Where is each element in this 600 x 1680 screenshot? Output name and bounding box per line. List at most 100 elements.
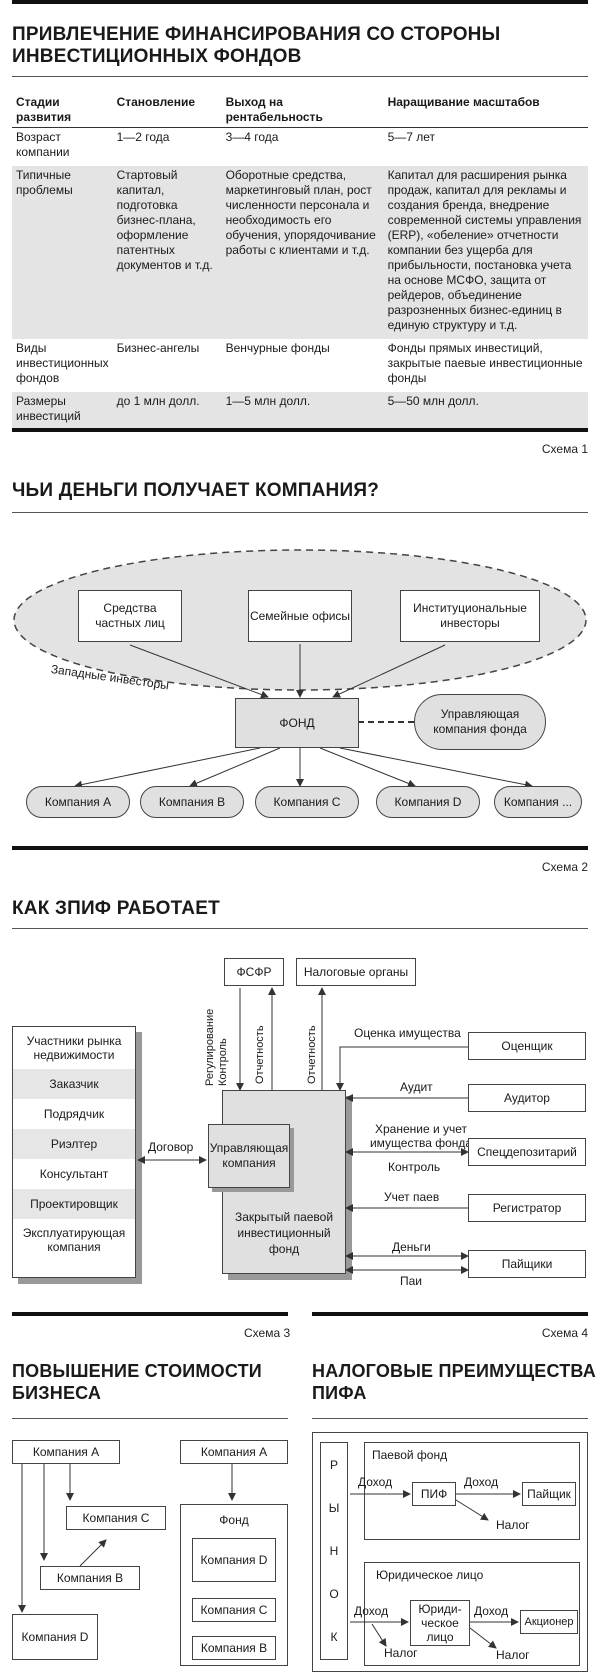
shares-accounting-label: Учет паев (384, 1190, 440, 1204)
source-institutional: Институциональные инвесторы (400, 590, 540, 642)
company-b: Компания B (140, 786, 244, 818)
management-company-box: Управляющая компания (208, 1124, 290, 1188)
table-cell: 5—50 млн долл. (383, 392, 588, 430)
section-rule (312, 1312, 588, 1316)
audit-label: Аудит (400, 1080, 433, 1094)
closed-fund-box: Закрытый паевой инвестиционный фонд (222, 1090, 346, 1274)
market-letter: К (330, 1630, 338, 1645)
tax-label: Налог (496, 1648, 530, 1662)
table-row: Размеры инвестиций до 1 млн долл. 1—5 мл… (12, 392, 588, 430)
shareholder-box: Акционер (520, 1610, 578, 1634)
tax-authorities-box: Налоговые органы (296, 958, 416, 986)
title-line: БИЗНЕСА (12, 1383, 102, 1403)
schema-label: Схема 2 (541, 860, 588, 874)
market-letter: О (329, 1587, 339, 1602)
money-label: Деньги (392, 1240, 431, 1254)
control-label: Контроль (388, 1160, 441, 1174)
fund-label: Фонд (219, 1513, 249, 1527)
custody-label: Хранение и учет имущества фонда (369, 1122, 473, 1150)
income-label: Доход (464, 1475, 499, 1489)
section3-title: КАК ЗПИФ РАБОТАЕТ (12, 898, 220, 919)
title-line: ПИФа (312, 1383, 367, 1403)
legal-title: Юридическое лицо (376, 1568, 484, 1582)
table-cell: Типичные проблемы (12, 166, 113, 339)
section-rule (12, 428, 588, 432)
title-line: НАЛОГОВЫЕ ПРЕИМУЩЕСТВА (312, 1361, 596, 1381)
depository-box: Спецдепозитарий (468, 1138, 586, 1166)
divider (12, 928, 588, 929)
section4-title: ПОВЫШЕНИЕ СТОИМОСТИ БИЗНЕСА (12, 1360, 262, 1404)
table-cell: Бизнес-ангелы (116, 341, 200, 355)
market-column: Р Ы Н О К (320, 1442, 348, 1660)
table-cell: Стартовый капитал, подготовка бизнес-пла… (112, 166, 222, 339)
divider (12, 1418, 288, 1419)
company-c-box: Компания C (192, 1598, 276, 1622)
table-row: Виды инвестиционных фондов Бизнес-ангелы… (12, 339, 588, 392)
header-cell: Становление (112, 93, 222, 128)
market-letter: Р (329, 1457, 338, 1472)
table-cell: Капитал для расширения рынка продаж, кап… (383, 166, 588, 339)
table-cell: Оборотные средства, маркетинговый план, … (221, 166, 384, 339)
table-cell: 1—2 года (116, 130, 170, 144)
pif-box: ПИФ (412, 1482, 456, 1506)
header-cell: Стадии развития (12, 93, 113, 128)
table-cell: 3—4 года (225, 130, 279, 144)
market-letter: Ы (328, 1500, 340, 1515)
funding-table: Стадии развития Становление Выход на рен… (12, 93, 588, 430)
section1-title: ПРИВЛЕЧЕНИЕ ФИНАНСИРОВАНИЯ СО СТОРОНЫ ИН… (12, 24, 500, 68)
table-row: Типичные проблемы Стартовый капитал, под… (12, 166, 588, 339)
title-line: ИНВЕСТИЦИОННЫХ ФОНДОВ (12, 46, 302, 67)
table-cell: Фонды прямых инвестиций, закрытые паевые… (387, 341, 583, 385)
schema-label: Схема 4 (541, 1326, 588, 1340)
list-item: Заказчик (13, 1069, 135, 1099)
management-company: Управляющая компания фонда (414, 694, 546, 750)
appraiser-box: Оценщик (468, 1032, 586, 1060)
divider (12, 512, 588, 513)
section-rule (12, 846, 588, 850)
market-letter: Н (329, 1543, 339, 1558)
contract-label: Договор (148, 1140, 194, 1154)
header-cell: Наращивание масштабов (383, 93, 588, 128)
list-item: Эксплуатирующая компания (22, 1226, 126, 1254)
section2-title: ЧЬИ ДЕНЬГИ ПОЛУЧАЕТ КОМПАНИЯ? (12, 480, 379, 501)
list-item: Консультант (39, 1167, 109, 1181)
company-d: Компания D (376, 786, 480, 818)
tax-diagram-frame (312, 1432, 588, 1672)
market-participants-list: Участники рынка недвижимости Заказчик По… (12, 1026, 136, 1278)
company-b-box: Компания B (192, 1636, 276, 1660)
company-a-box: Компания A (12, 1440, 120, 1464)
tax-label: Налог (496, 1518, 530, 1532)
shares-label: Паи (400, 1274, 423, 1288)
table-cell: Виды инвестиционных фондов (16, 341, 109, 385)
shareholders-box: Пайщики (468, 1250, 586, 1278)
income-label: Доход (354, 1604, 389, 1618)
tax-label: Налог (384, 1646, 418, 1660)
divider (312, 1418, 588, 1419)
company-c-box: Компания C (66, 1506, 166, 1530)
holder-box: Пайщик (522, 1482, 576, 1506)
income-label: Доход (358, 1475, 393, 1489)
table-header-row: Стадии развития Становление Выход на рен… (12, 93, 588, 128)
schema-label: Схема 1 (541, 442, 588, 456)
list-item: Проектировщик (13, 1189, 135, 1219)
table-cell: до 1 млн долл. (112, 392, 222, 430)
company-etc: Компания ... (494, 786, 582, 818)
company-c: Компания C (255, 786, 359, 818)
divider (12, 76, 588, 77)
auditor-box: Аудитор (468, 1084, 586, 1112)
legal-frame (364, 1562, 580, 1666)
company-a-box: Компания A (180, 1440, 288, 1464)
table-cell: Венчурные фонды (225, 341, 330, 355)
legal-entity-box: Юриди-ческое лицо (410, 1600, 470, 1646)
income-label: Доход (474, 1604, 509, 1618)
title-line: ПОВЫШЕНИЕ СТОИМОСТИ (12, 1361, 262, 1381)
section-rule (12, 1312, 288, 1316)
top-rule (12, 0, 588, 4)
company-a: Компания A (26, 786, 130, 818)
appraisal-label: Оценка имущества (354, 1026, 461, 1040)
registrar-box: Регистратор (468, 1194, 586, 1222)
list-item: Подрядчик (43, 1107, 105, 1121)
company-b-box: Компания B (40, 1566, 140, 1590)
